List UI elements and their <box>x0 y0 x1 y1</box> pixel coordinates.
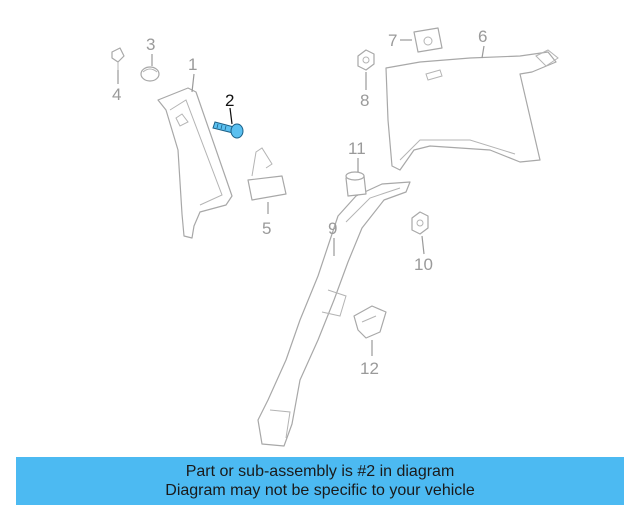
callout-5: 5 <box>262 219 271 238</box>
callout-7: 7 <box>388 31 397 50</box>
callout-12: 12 <box>360 359 379 378</box>
part-1-pillar-trim <box>157 87 233 239</box>
part-7-plate <box>413 27 443 53</box>
banner-line-1: Part or sub-assembly is #2 in diagram <box>185 463 455 480</box>
parts-diagram: 1 2 3 4 5 6 7 8 9 10 11 12 <box>111 27 559 447</box>
callout-6: 6 <box>478 27 487 46</box>
leader-lines <box>117 39 485 356</box>
callout-11: 11 <box>348 139 366 158</box>
part-11-bushing <box>345 171 367 197</box>
part-8-bolt <box>357 49 375 71</box>
callout-1: 1 <box>188 55 197 74</box>
callout-3: 3 <box>146 35 155 54</box>
part-6-quarter-panel <box>385 49 559 171</box>
part-9-lower-pillar <box>257 181 411 447</box>
callout-4: 4 <box>112 85 121 104</box>
part-5-retainer <box>247 147 287 201</box>
part-10-bolt <box>411 211 429 235</box>
callout-10: 10 <box>414 255 433 274</box>
part-2-screw <box>212 121 244 139</box>
callout-8: 8 <box>360 91 369 110</box>
part-4-fastener <box>111 47 125 70</box>
callouts: 1 2 3 4 5 6 7 8 9 10 11 12 <box>112 27 487 378</box>
info-banner: Part or sub-assembly is #2 in diagram Di… <box>16 457 624 505</box>
part-3-clip <box>140 66 160 82</box>
callout-9: 9 <box>328 219 337 238</box>
banner-line-2: Diagram may not be specific to your vehi… <box>165 482 475 499</box>
part-12-bracket <box>353 305 387 339</box>
callout-2: 2 <box>225 91 234 110</box>
